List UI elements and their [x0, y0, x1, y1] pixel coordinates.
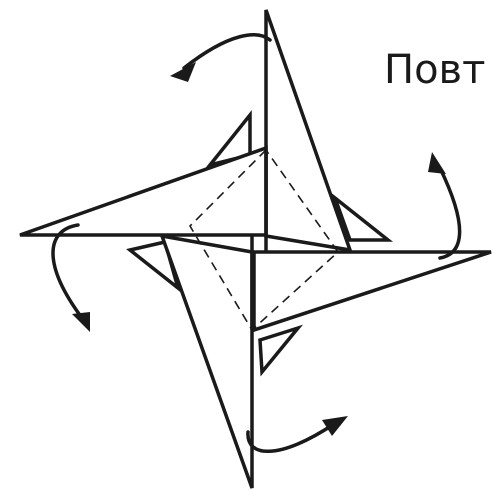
tab-bottom — [258, 324, 304, 377]
flap-right — [252, 250, 492, 333]
arrow-left — [51, 223, 84, 320]
arrowhead-right — [428, 152, 446, 174]
arrow-right — [438, 166, 462, 260]
arrowhead-left — [72, 312, 90, 332]
tab-right — [331, 192, 394, 242]
arrowhead-top — [170, 62, 196, 82]
arrow-top — [182, 33, 272, 70]
fold-line — [188, 149, 340, 332]
flap-left — [19, 145, 268, 237]
flap-top — [264, 9, 353, 253]
arrow-bottom — [246, 422, 336, 453]
flap-bottom — [159, 233, 254, 489]
arrowhead-bottom — [322, 416, 348, 436]
caption-text: Повт — [384, 47, 486, 93]
